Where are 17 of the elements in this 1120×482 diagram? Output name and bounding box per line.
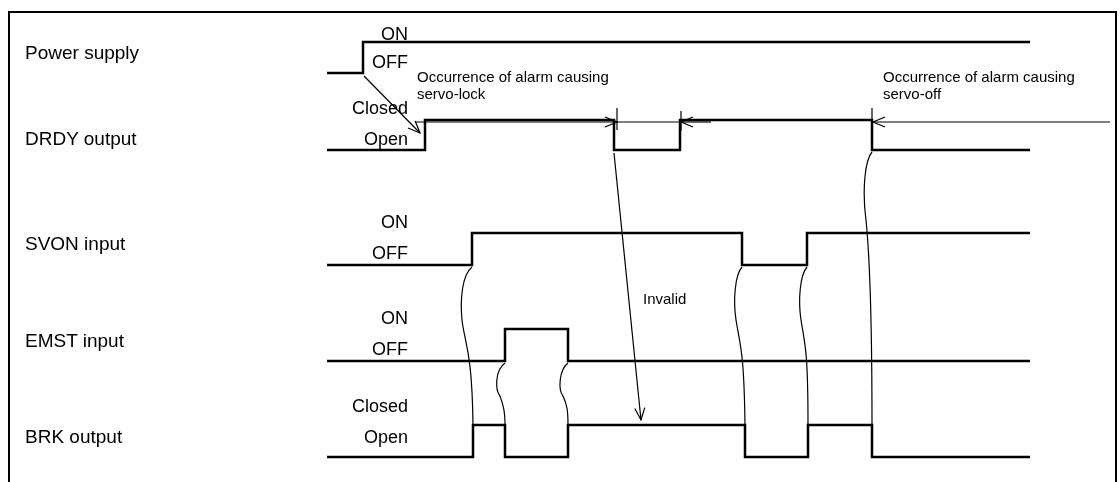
state-label: Open (363, 130, 408, 150)
state-label: Open (363, 428, 408, 448)
annotation-text: Occurrence of alarm causing servo-lock (417, 69, 610, 102)
signal-name: SVON input (25, 234, 126, 255)
annotation-text: Occurrence of alarm causing servo-off (883, 69, 1076, 102)
state-label: ON (381, 213, 408, 233)
signal-name: BRK output (25, 427, 123, 448)
state-label: OFF (372, 244, 408, 264)
signal-name: DRDY output (25, 129, 137, 150)
signal-name: EMST input (25, 331, 124, 352)
state-label: ON (381, 309, 408, 329)
note-text: Invalid (643, 291, 687, 308)
state-label: Closed (351, 397, 408, 417)
state-label: OFF (372, 340, 408, 360)
signal-name: Power supply (25, 43, 140, 64)
state-label: OFF (372, 53, 408, 73)
state-label: ON (381, 25, 408, 45)
